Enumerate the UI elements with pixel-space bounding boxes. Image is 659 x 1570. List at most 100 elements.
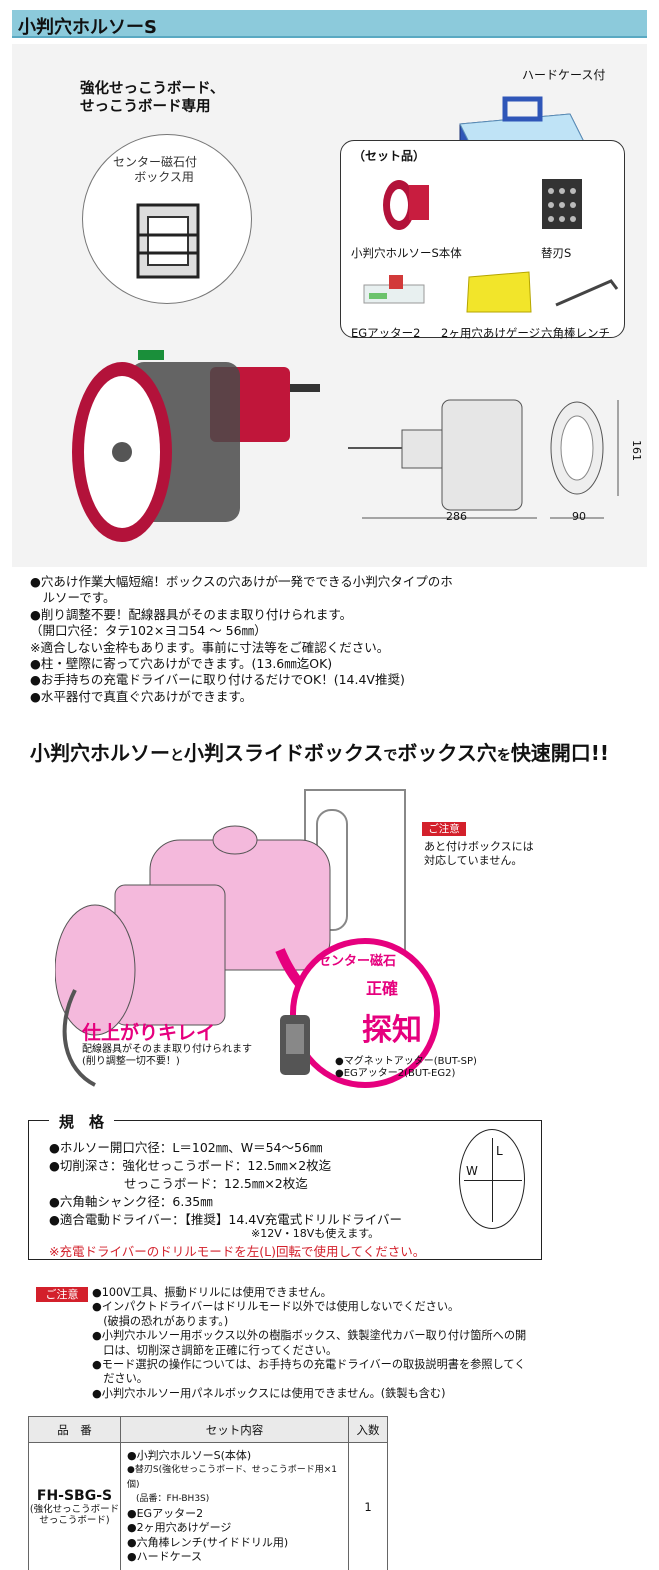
table-header-row: 品 番 セット内容 入数: [28, 1416, 388, 1443]
tanchi-label: 探知: [362, 1013, 422, 1048]
product-photo-panel: 強化せっこうボード、 せっこうボード専用 センター磁石付 ボックス用 ハードケー…: [12, 44, 647, 567]
eg-atter-device: [280, 1015, 310, 1075]
hard-case-label: ハードケース付: [522, 68, 606, 82]
caution-line: ●小判穴ホルソー用ボックス以外の樹脂ボックス、鉄製塗代カバー取り付け箇所への開: [92, 1329, 527, 1343]
holesaw-body-image: [383, 180, 429, 230]
feature-line: ●水平器付で真直ぐ穴あけができます。: [30, 688, 253, 704]
caution-line: ださい。: [92, 1372, 148, 1386]
set-item-wrench: 六角棒レンチ: [541, 326, 610, 340]
tagline-part: 小判スライドボックス: [184, 741, 384, 765]
part-magnet-atter: ●マグネットアッター(BUT-SP): [335, 1056, 477, 1067]
spec-row: ●切削深さ：強化せっこうボード：12.5㎜×2枚迄: [49, 1158, 332, 1173]
caution-line: 口は、切削深さ調節を正確に行ってください。: [92, 1343, 338, 1357]
dimension-drawing: [348, 399, 619, 519]
caution-line: ●モード選択の操作については、お手持ちの充電ドライバーの取扱説明書を参照してく: [92, 1358, 526, 1372]
feature-list: ●穴あけ作業大幅短縮！ボックスの穴あけが一発でできる小判穴タイプのホ ルソーです…: [30, 574, 453, 705]
set-item-body: 小判穴ホルソーS本体: [351, 246, 462, 260]
oval-diagram: L W: [459, 1129, 525, 1229]
set-title: （セット品）: [353, 149, 426, 163]
feature-line: ●削り調整不要！配線器具がそのまま取り付けられます。: [30, 606, 353, 622]
headline-line-1: 強化せっこうボード、: [80, 81, 225, 97]
dim-height: 161: [630, 440, 643, 461]
content-item: ●六角棒レンチ(サイドドリル用): [127, 1535, 289, 1549]
retrofit-note-line-2: 対応していません。: [424, 854, 523, 867]
tagline-part: 快速開口!!: [510, 741, 610, 765]
spec-box: 規 格 ●ホルソー開口穴径：L＝102㎜、W＝54～56㎜ ●切削深さ：強化せっ…: [28, 1111, 542, 1260]
headline-line-2: せっこうボード専用: [80, 99, 211, 115]
box-frame-image: [136, 203, 200, 279]
holesaw-main-image: [72, 350, 320, 542]
hole-gauge-image: [466, 271, 532, 313]
center-label-line-1: センター磁石付: [113, 155, 198, 169]
magnet-circle: [290, 938, 440, 1088]
caution-line: ●100V工具、振動ドリルには使用できません。: [92, 1286, 332, 1299]
finish-label: 仕上がりキレイ: [82, 1022, 216, 1044]
product-code: FH-SBG-S: [36, 1487, 113, 1504]
feature-line: （開口穴径：タテ102×ヨコ54 ～ 56㎜）: [30, 623, 267, 639]
feature-line: ●柱・壁際に寄って穴あけができます。(13.6㎜迄OK): [30, 656, 333, 672]
page-title: 小判穴ホルソーS: [18, 17, 157, 38]
qty-cell: 1: [348, 1442, 388, 1570]
part-eg-atter: ●EGアッター2(BUT-EG2): [335, 1068, 456, 1079]
finish-sub: 配線器具がそのまま取り付けられます (削り調整一切不要！): [82, 1044, 252, 1068]
tagline-part: 小判穴ホルソー: [30, 741, 170, 765]
set-item-gauge: 2ヶ用穴あけゲージ: [441, 326, 541, 340]
product-code-sub-1: (強化せっこうボード: [29, 1503, 120, 1515]
content-item: ●小判穴ホルソーS(本体): [127, 1448, 252, 1462]
tagline-part: と: [170, 748, 184, 764]
hex-wrench-image: [555, 279, 619, 307]
content-item: ●ハードケース: [127, 1550, 203, 1563]
product-code-cell: FH-SBG-S (強化せっこうボード せっこうボード): [28, 1442, 121, 1570]
spec-row: ●六角軸シャンク径：6.35㎜: [49, 1194, 213, 1209]
finish-sub-line-2: (削り調整一切不要！): [82, 1056, 180, 1067]
set-item-eg-atter: EGアッター2: [351, 326, 421, 340]
dim-width: 90: [572, 510, 586, 523]
col-qty-header: 入数: [348, 1416, 388, 1443]
tagline-part: を: [496, 748, 511, 764]
spec-row: ●ホルソー開口穴径：L＝102㎜、W＝54～56㎜: [49, 1140, 323, 1155]
magnet-label: センター磁石: [318, 954, 397, 969]
finish-sub-line-1: 配線器具がそのまま取り付けられます: [82, 1044, 252, 1055]
center-magnet-box-circle: センター磁石付 ボックス用: [82, 134, 252, 304]
oval-diagram-horizontal-axis: [464, 1180, 522, 1181]
center-label-line-2: ボックス用: [134, 170, 194, 184]
tagline: 小判穴ホルソーと小判スライドボックスでボックス穴を快速開口!!: [30, 737, 609, 766]
caution-badge: ご注意: [36, 1287, 88, 1302]
retrofit-note-line-1: あと付けボックスには: [424, 840, 534, 853]
content-item: ●2ヶ用穴あけゲージ: [127, 1521, 232, 1534]
content-item: (品番：FH-BH3S): [127, 1494, 210, 1504]
set-items-box: （セット品） 小判穴ホルソーS本体 替刃S EGアッター2 2ヶ用穴あけゲージ …: [340, 140, 625, 340]
seikaku-label: 正確: [366, 979, 399, 998]
caution-line: ●小判穴ホルソー用パネルボックスには使用できません。(鉄製も含む): [92, 1386, 446, 1400]
spare-blade-image: [542, 179, 582, 229]
content-item: ●EGアッター2: [127, 1506, 204, 1520]
parts-list: ●マグネットアッター(BUT-SP) ●EGアッター2(BUT-EG2): [335, 1056, 477, 1080]
headline: 強化せっこうボード、 せっこうボード専用: [80, 80, 224, 116]
page-header: 小判穴ホルソーS: [12, 10, 647, 38]
eg-atter-image: [363, 275, 425, 304]
spec-warning: ※充電ドライバーのドリルモードを左(L)回転で使用してください。: [49, 1244, 426, 1259]
tagline-part: ボックス穴: [397, 741, 497, 765]
tagline-part: で: [383, 748, 398, 764]
caution-line: ●インパクトドライバーはドリルモード以外では使用しないでください。: [92, 1300, 460, 1314]
spec-title: 規 格: [49, 1111, 115, 1132]
feature-line: ルソーです。: [30, 590, 116, 606]
caution-line: (破損の恐れがあります。): [92, 1314, 229, 1328]
dim-length: 286: [446, 510, 467, 523]
col-code-header: 品 番: [28, 1416, 121, 1443]
col-contents-header: セット内容: [120, 1416, 349, 1443]
feature-line: ●穴あけ作業大幅短縮！ボックスの穴あけが一発でできる小判穴タイプのホ: [30, 574, 453, 589]
spec-row: せっこうボード：12.5㎜×2枚迄: [49, 1176, 308, 1191]
feature-line: ●お手持ちの充電ドライバーに取り付けるだけでOK！(14.4V推奨): [30, 672, 405, 688]
product-table: 品 番 セット内容 入数 FH-SBG-S (強化せっこうボード せっこうボード…: [28, 1416, 388, 1570]
spec-row: ※12V・18Vも使えます。: [251, 1227, 380, 1240]
content-item: ●替刃S(強化せっこうボード、せっこうボード用×1個): [127, 1465, 337, 1490]
oval-W-label: W: [466, 1164, 478, 1178]
product-code-sub-2: せっこうボード): [39, 1514, 110, 1526]
set-contents-cell: ●小判穴ホルソーS(本体) ●替刃S(強化せっこうボード、せっこうボード用×1個…: [120, 1442, 349, 1570]
center-label: センター磁石付 ボックス用: [113, 155, 197, 185]
spec-row: ●適合電動ドライバー：【推奨】14.4V充電式ドリルドライバー: [49, 1212, 403, 1227]
retrofit-note: あと付けボックスには 対応していません。: [424, 840, 534, 868]
caution-badge-small: ご注意: [422, 822, 466, 836]
feature-line: ※適合しない金枠もあります。事前に寸法等をご確認ください。: [30, 639, 390, 655]
